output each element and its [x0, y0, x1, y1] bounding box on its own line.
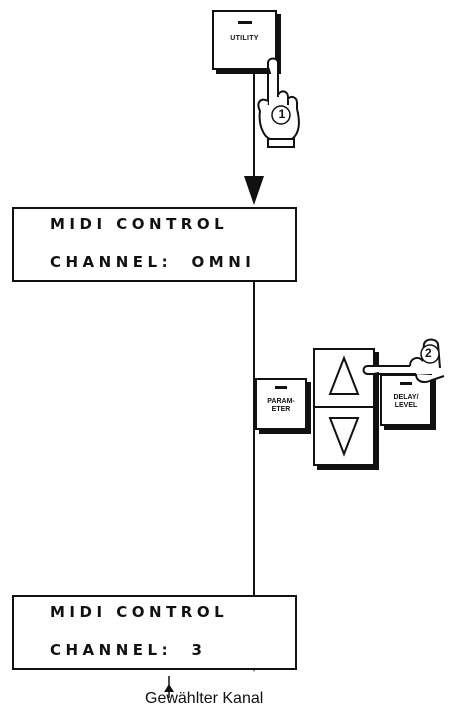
utility-key-label: UTILITY: [214, 35, 275, 42]
hand-pointer-icon-step-1: [248, 55, 308, 150]
step-2-badge: 2: [425, 346, 432, 360]
step-1-badge: 1: [277, 107, 287, 121]
display-after: MIDI CONTROL CHANNEL: 3: [12, 595, 297, 670]
utility-led-icon: [238, 21, 252, 24]
display-before-line-1: MIDI CONTROL: [50, 215, 228, 233]
arrow-head-down-top: [244, 176, 264, 205]
hand-pointer-icon-step-2: [360, 330, 455, 390]
display-after-line-1: MIDI CONTROL: [50, 603, 228, 621]
parameter-key[interactable]: PARAM- ETER: [255, 378, 307, 430]
triangle-down-icon: [315, 408, 373, 464]
down-key[interactable]: [313, 406, 375, 466]
selected-channel-caption: Gewählter Kanal: [145, 690, 263, 708]
display-before-line-2: CHANNEL: OMNI: [50, 253, 255, 271]
parameter-key-label: PARAM- ETER: [257, 398, 305, 414]
display-before: MIDI CONTROL CHANNEL: OMNI: [12, 207, 297, 282]
parameter-led-icon: [275, 386, 287, 389]
delay-level-key-label: DELAY/ LEVEL: [382, 394, 430, 410]
display-after-line-2: CHANNEL: 3: [50, 641, 206, 659]
